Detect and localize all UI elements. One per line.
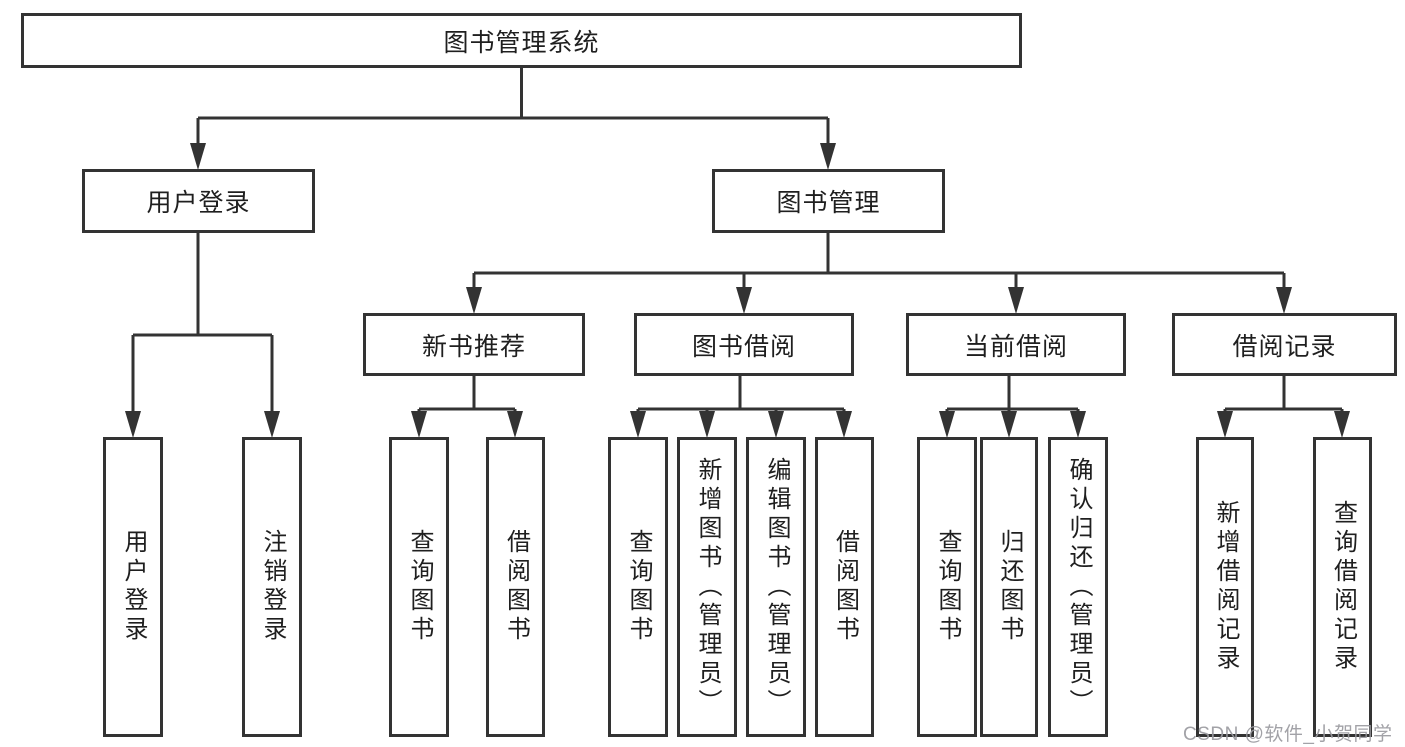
arrowhead-icon (820, 143, 836, 170)
arrowhead-icon (1001, 411, 1017, 438)
leaf-records-add-record: 新增借阅记录 (1196, 437, 1254, 737)
arrowhead-icon (190, 143, 206, 170)
node-label: 新书推荐 (421, 332, 526, 361)
connector-records-to-leaves (1223, 376, 1344, 413)
leaf-recommend-borrow-book: 借阅图书 (486, 437, 545, 737)
arrowhead-icon (699, 411, 715, 438)
node-label: 归还图书 (996, 529, 1023, 645)
leaf-user-login: 用户登录 (103, 437, 163, 737)
node-label: 查询图书 (406, 529, 433, 645)
leaf-current-return-book: 归还图书 (980, 437, 1038, 737)
leaf-current-confirm-return-admin: 确认归还（管理员） (1048, 437, 1108, 737)
leaf-borrow-edit-book-admin: 编辑图书（管理员） (746, 437, 806, 737)
arrowheads (125, 143, 1350, 438)
leaf-recommend-query-book: 查询图书 (389, 437, 449, 737)
node-label: 查询图书 (625, 529, 652, 645)
node-label: 借阅图书 (502, 529, 530, 645)
arrowhead-icon (939, 411, 955, 438)
csdn-watermark: CSDN @软件_小贺同学 (1183, 724, 1393, 745)
node-label: 图书管理 (776, 189, 881, 217)
node-label: 新增借阅记录 (1212, 500, 1239, 674)
node-label: 注销登录 (259, 529, 286, 645)
node-label: 借阅图书 (831, 529, 859, 645)
arrowhead-icon (1276, 287, 1292, 314)
connector-borrow-to-leaves (636, 376, 846, 413)
node-label: 图书管理系统 (443, 28, 600, 57)
node-label: 借阅记录 (1232, 332, 1337, 361)
node-label: 查询图书 (934, 529, 961, 645)
arrowhead-icon (630, 411, 646, 438)
connector-bookmgmt-to-level3 (472, 233, 1286, 289)
node-label: 查询借阅记录 (1329, 500, 1357, 674)
leaf-borrow-query-book: 查询图书 (608, 437, 668, 737)
node-label: 确认归还（管理员） (1065, 456, 1092, 718)
node-book-management: 图书管理 (712, 169, 945, 233)
leaf-records-query-record: 查询借阅记录 (1313, 437, 1372, 737)
leaf-borrow-borrow-book: 借阅图书 (815, 437, 874, 737)
connector-current-to-leaves (945, 376, 1080, 413)
node-label: 当前借阅 (963, 332, 1068, 361)
arrowhead-icon (768, 411, 784, 438)
arrowhead-icon (736, 287, 752, 314)
arrowhead-icon (411, 411, 427, 438)
connector-userlogin-to-leaves (131, 233, 274, 413)
node-current-borrow: 当前借阅 (906, 313, 1126, 376)
connector-recommend-to-leaves (417, 376, 517, 413)
arrowhead-icon (466, 287, 482, 314)
connector-root-to-level2 (196, 68, 830, 145)
arrowhead-icon (507, 411, 523, 438)
arrowhead-icon (125, 411, 141, 438)
arrowhead-icon (1217, 411, 1233, 438)
node-borrow-records: 借阅记录 (1172, 313, 1397, 376)
leaf-current-query-book: 查询图书 (917, 437, 977, 737)
arrowhead-icon (1334, 411, 1350, 438)
node-label: 编辑图书（管理员） (763, 456, 790, 718)
node-label: 图书借阅 (691, 332, 796, 361)
arrowhead-icon (264, 411, 280, 438)
leaf-logout: 注销登录 (242, 437, 302, 737)
arrowhead-icon (1008, 287, 1024, 314)
node-book-borrow: 图书借阅 (634, 313, 854, 376)
node-new-book-recommend: 新书推荐 (363, 313, 585, 376)
node-label: 新增图书（管理员） (694, 456, 721, 718)
node-label: 用户登录 (120, 529, 147, 645)
node-user-login: 用户登录 (82, 169, 315, 233)
leaf-borrow-add-book-admin: 新增图书（管理员） (677, 437, 737, 737)
arrowhead-icon (1070, 411, 1086, 438)
node-root-library-system: 图书管理系统 (21, 13, 1022, 68)
arrowhead-icon (836, 411, 852, 438)
node-label: 用户登录 (146, 189, 251, 217)
